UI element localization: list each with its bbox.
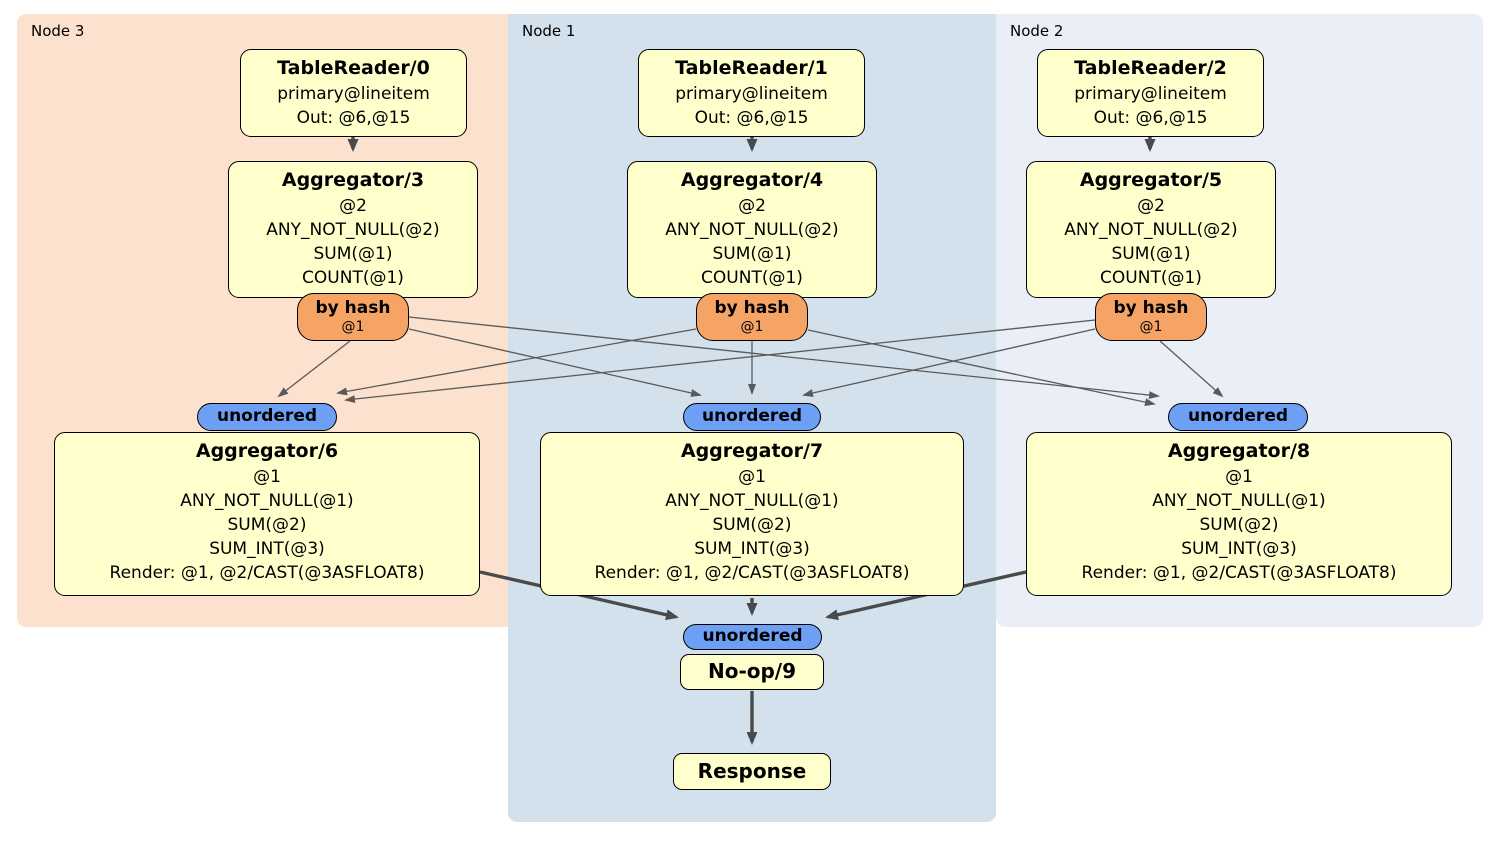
processor-detail: @2 [1137, 196, 1165, 216]
region-node-2-label: Node 2 [1010, 22, 1064, 40]
processor-detail: SUM(@2) [712, 515, 792, 535]
processor-detail: @2 [339, 196, 367, 216]
processor-aggregator-7: Aggregator/7 @1 ANY_NOT_NULL(@1) SUM(@2)… [540, 432, 964, 596]
unordered-sync-0: unordered [197, 403, 337, 431]
processor-title: Aggregator/5 [1079, 169, 1223, 191]
edge-hash0-sync2 [408, 316, 1160, 400]
processor-detail: ANY_NOT_NULL(@2) [665, 220, 839, 240]
edge-hash1-sync0 [336, 328, 697, 396]
processor-detail: SUM_INT(@3) [694, 539, 810, 559]
processor-title: Aggregator/6 [195, 440, 339, 462]
processor-detail: SUM(@2) [227, 515, 307, 535]
processor-aggregator-4: Aggregator/4 @2 ANY_NOT_NULL(@2) SUM(@1)… [627, 161, 877, 298]
processor-tablereader-1: TableReader/1 primary@lineitem Out: @6,@… [638, 49, 865, 137]
processor-detail: SUM(@1) [712, 244, 792, 264]
unordered-sync-1: unordered [683, 403, 821, 431]
processor-detail: ANY_NOT_NULL(@1) [180, 491, 354, 511]
processor-detail: Render: @1, @2/CAST(@3ASFLOAT8) [1081, 563, 1397, 583]
processor-detail: COUNT(@1) [1100, 268, 1202, 288]
hash-router-to-sync-edges [277, 316, 1224, 407]
processor-aggregator-8: Aggregator/8 @1 ANY_NOT_NULL(@1) SUM(@2)… [1026, 432, 1452, 596]
processor-title: Aggregator/7 [680, 440, 824, 462]
edge-hash2-sync2 [1159, 340, 1224, 398]
reader-to-aggregator-edges [347, 137, 1156, 152]
region-node-1-label: Node 1 [522, 22, 576, 40]
processor-title: TableReader/2 [1074, 57, 1227, 79]
processor-detail: Render: @1, @2/CAST(@3ASFLOAT8) [109, 563, 425, 583]
processor-noop-9: No-op/9 [680, 654, 824, 690]
processor-detail: SUM_INT(@3) [209, 539, 325, 559]
edge-hash0-sync0 [277, 340, 351, 398]
hash-router-1: by hash @1 [696, 293, 808, 341]
processor-title: Aggregator/3 [281, 169, 425, 191]
processor-detail: primary@lineitem [675, 84, 828, 104]
unordered-sync-2: unordered [1168, 403, 1308, 431]
processor-detail: Render: @1, @2/CAST(@3ASFLOAT8) [594, 563, 910, 583]
processor-detail: ANY_NOT_NULL(@2) [1064, 220, 1238, 240]
sync-label: unordered [702, 626, 803, 646]
processor-title: Aggregator/4 [680, 169, 824, 191]
edge-hash1-sync2 [807, 329, 1156, 407]
sync-label: unordered [1187, 406, 1289, 426]
edge-hash0-sync1 [408, 328, 702, 397]
hash-router-label: by hash [315, 298, 391, 318]
processor-detail: SUM(@1) [313, 244, 393, 264]
processor-title: Aggregator/8 [1167, 440, 1311, 462]
processor-detail: COUNT(@1) [302, 268, 404, 288]
hash-router-key: @1 [1139, 319, 1163, 335]
processor-detail: ANY_NOT_NULL(@1) [665, 491, 839, 511]
processor-detail: COUNT(@1) [701, 268, 803, 288]
processor-detail: SUM_INT(@3) [1181, 539, 1297, 559]
processor-title: Response [697, 759, 807, 783]
hash-router-key: @1 [740, 319, 764, 335]
processor-detail: @1 [738, 467, 766, 487]
processor-detail: @2 [738, 196, 766, 216]
final-unordered-sync: unordered [683, 624, 822, 650]
processor-tablereader-0: TableReader/0 primary@lineitem Out: @6,@… [240, 49, 467, 137]
processor-detail: ANY_NOT_NULL(@1) [1152, 491, 1326, 511]
edge-hash2-sync1 [802, 328, 1096, 397]
response-box: Response [673, 753, 831, 790]
processor-detail: Out: @6,@15 [694, 108, 809, 128]
processor-aggregator-5: Aggregator/5 @2 ANY_NOT_NULL(@2) SUM(@1)… [1026, 161, 1276, 298]
hash-router-0: by hash @1 [297, 293, 409, 341]
hash-router-label: by hash [714, 298, 790, 318]
region-node-3-label: Node 3 [31, 22, 85, 40]
processor-detail: primary@lineitem [1074, 84, 1227, 104]
processor-detail: ANY_NOT_NULL(@2) [266, 220, 440, 240]
hash-router-label: by hash [1113, 298, 1189, 318]
sync-label: unordered [216, 406, 318, 426]
hash-router-key: @1 [341, 319, 365, 335]
processor-detail: SUM(@1) [1111, 244, 1191, 264]
processor-detail: @1 [253, 467, 281, 487]
edge-hash2-sync0 [344, 319, 1096, 404]
processor-detail: @1 [1225, 467, 1253, 487]
processor-tablereader-2: TableReader/2 primary@lineitem Out: @6,@… [1037, 49, 1264, 137]
processor-title: TableReader/1 [675, 57, 828, 79]
processor-detail: Out: @6,@15 [1093, 108, 1208, 128]
processor-aggregator-6: Aggregator/6 @1 ANY_NOT_NULL(@1) SUM(@2)… [54, 432, 480, 596]
hash-router-2: by hash @1 [1095, 293, 1207, 341]
sync-label: unordered [701, 406, 803, 426]
processor-title: TableReader/0 [277, 57, 430, 79]
processor-detail: primary@lineitem [277, 84, 430, 104]
processor-title: No-op/9 [707, 659, 797, 683]
processor-detail: SUM(@2) [1199, 515, 1279, 535]
processor-aggregator-3: Aggregator/3 @2 ANY_NOT_NULL(@2) SUM(@1)… [228, 161, 478, 298]
processor-detail: Out: @6,@15 [296, 108, 411, 128]
